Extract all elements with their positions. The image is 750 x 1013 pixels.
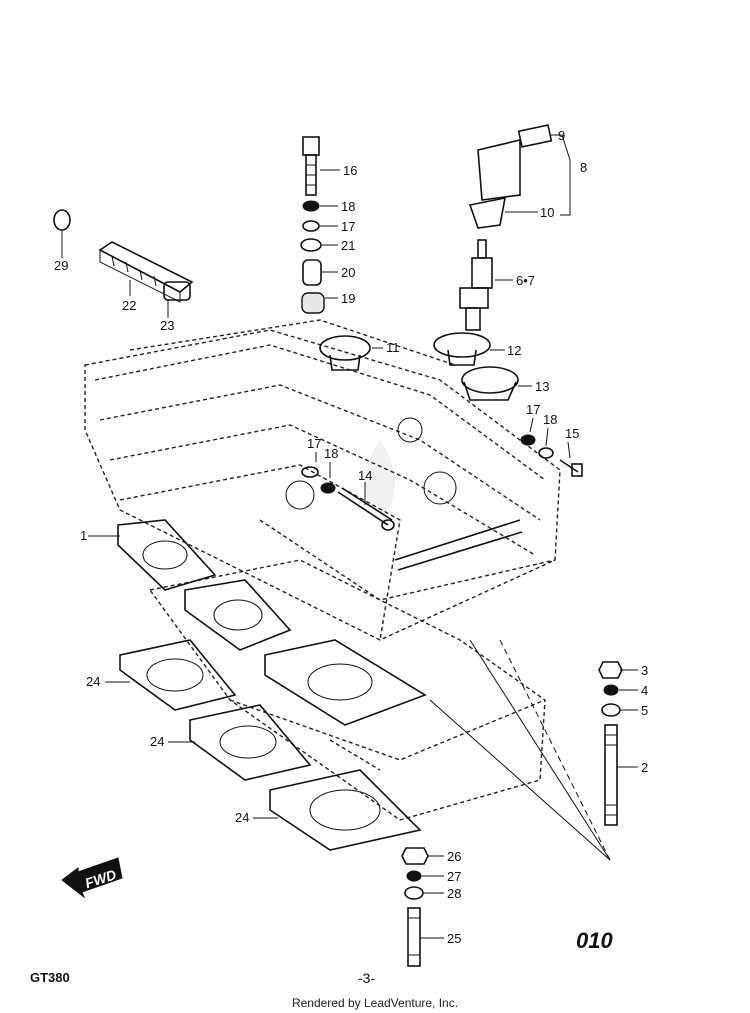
callout-22: 22 [122, 298, 136, 313]
callout-2: 2 [641, 760, 648, 775]
leadventure-watermark-icon [365, 440, 395, 520]
callout-26: 26 [447, 849, 461, 864]
callout-18-right: 18 [543, 412, 557, 427]
callout-4: 4 [641, 683, 648, 698]
callout-9: 9 [558, 128, 565, 143]
callout-12: 12 [507, 343, 521, 358]
page-number: -3- [358, 970, 376, 986]
head-bolt-assembly [300, 136, 325, 314]
callout-labels: 16 18 17 21 20 19 9 8 10 6•7 11 12 13 17… [54, 128, 648, 946]
stud-bolt-assembly [598, 661, 623, 826]
callout-21: 21 [341, 238, 355, 253]
callout-1: 1 [80, 528, 87, 543]
cylinder-head [84, 319, 561, 641]
callout-24-top: 24 [86, 674, 100, 689]
callout-29: 29 [54, 258, 68, 273]
callout-19: 19 [341, 291, 355, 306]
callout-13: 13 [535, 379, 549, 394]
callout-25: 25 [447, 931, 461, 946]
leader-lines [61, 134, 638, 939]
callout-10: 10 [540, 205, 554, 220]
callout-11: 11 [386, 340, 400, 355]
callout-28: 28 [447, 886, 461, 901]
callout-17-mid: 17 [307, 436, 321, 451]
callout-3: 3 [641, 663, 648, 678]
callout-5: 5 [641, 703, 648, 718]
forward-arrow-icon: FWD [61, 857, 123, 899]
head-cap-parts [319, 332, 519, 401]
callout-18-top: 18 [341, 199, 355, 214]
callout-24-bottom: 24 [235, 810, 249, 825]
fin-damper [98, 241, 194, 303]
callout-20: 20 [341, 265, 355, 280]
callout-24-mid: 24 [150, 734, 164, 749]
callout-17-right: 17 [526, 402, 540, 417]
head-gasket-group [117, 519, 427, 726]
callout-17-top: 17 [341, 219, 355, 234]
base-gasket-group [119, 639, 422, 851]
footer-credit: Rendered by LeadVenture, Inc. [291, 996, 459, 1010]
callout-16: 16 [343, 163, 357, 178]
callout-15: 15 [565, 426, 579, 441]
cylinder-block [148, 559, 611, 861]
cap-29 [53, 209, 71, 252]
spark-plug-cap [468, 124, 553, 229]
upper-bolt-assembly [520, 434, 583, 477]
side-bolt-assembly [301, 466, 395, 531]
callout-27: 27 [447, 869, 461, 884]
callout-14: 14 [358, 468, 372, 483]
model-label: GT380 [30, 970, 70, 985]
lower-stud-assembly [401, 847, 429, 967]
callout-23: 23 [160, 318, 174, 333]
diagram-code: 010 [576, 928, 613, 953]
callout-8: 8 [580, 160, 587, 175]
spark-plug [459, 239, 493, 331]
callout-6-7: 6•7 [516, 273, 535, 288]
callout-18-mid: 18 [324, 446, 338, 461]
